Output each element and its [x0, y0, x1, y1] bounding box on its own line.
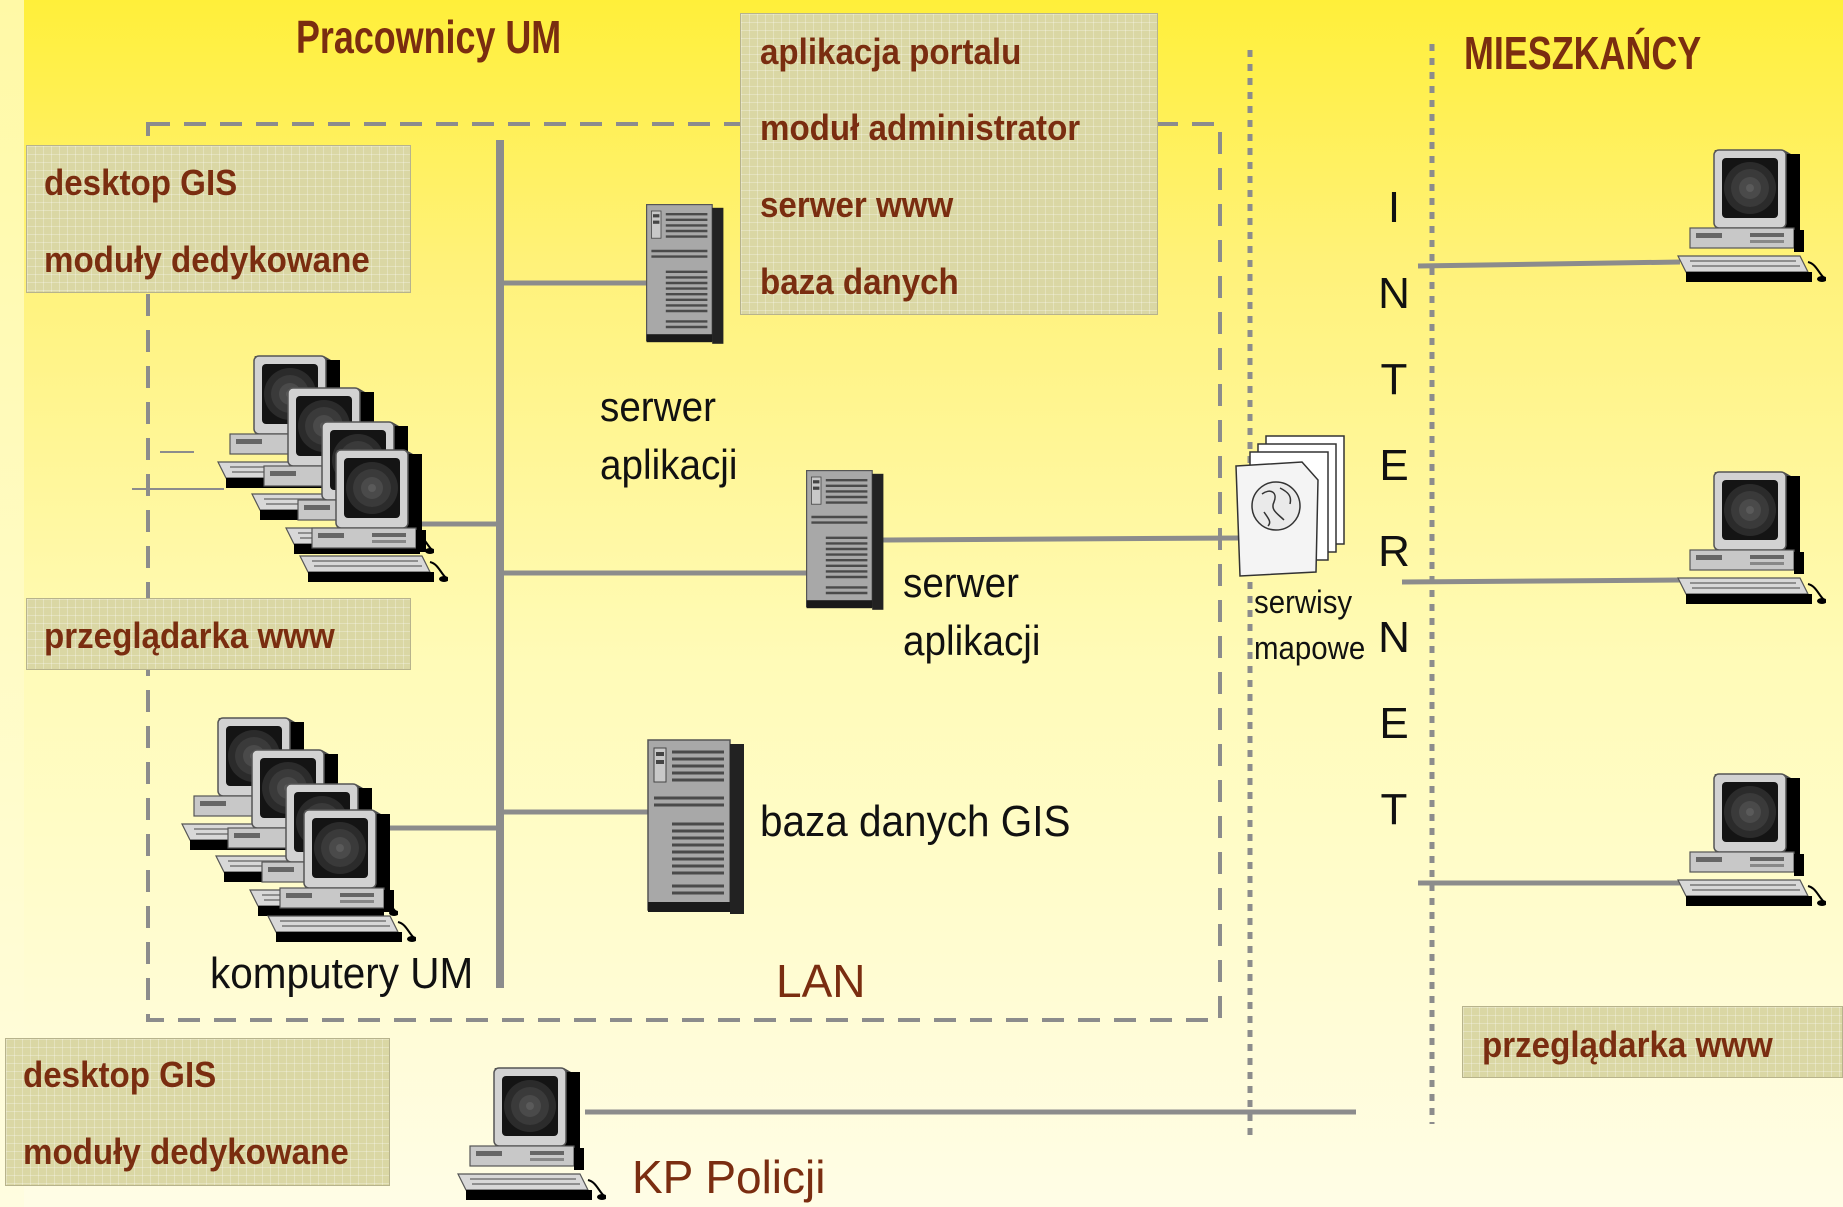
browser-box-right — [1462, 1006, 1843, 1078]
dedicated-modules-label-bottom: moduły dedykowane — [23, 1131, 349, 1172]
internet-letter: T — [1380, 785, 1408, 834]
internet-letter: R — [1378, 527, 1410, 576]
internet-letter: E — [1379, 441, 1409, 490]
wire-resident-2 — [1401, 577, 1681, 585]
dedicated-modules-label-top: moduły dedykowane — [44, 239, 370, 280]
portal-components-box — [740, 13, 1158, 315]
gis-database-label: baza danych GIS — [760, 797, 1071, 846]
staff-header: Pracownicy UM — [296, 11, 562, 63]
desktop-gis-box-bottom — [5, 1038, 390, 1186]
computer-icon — [1676, 470, 1826, 610]
admin-module-label: moduł administrator — [760, 107, 1081, 148]
www-server-label: serwer www — [760, 184, 954, 225]
computer-icon — [1676, 772, 1826, 912]
internet-letter: E — [1379, 699, 1409, 748]
computer-icon — [456, 1066, 606, 1206]
desktop-gis-label-top: desktop GIS — [44, 162, 238, 203]
wire-server2-to-map — [879, 535, 1239, 543]
police-station-label: KP Policji — [632, 1151, 826, 1203]
map-services-label-line2: mapowe — [1254, 630, 1366, 666]
lan-boundary — [146, 122, 1222, 1022]
server-tower-icon — [805, 460, 885, 622]
internet-letter: N — [1378, 613, 1410, 662]
residents-header: MIESZKAŃCY — [1464, 27, 1702, 79]
portal-app-label: aplikacja portalu — [760, 31, 1022, 72]
database-label: baza danych — [760, 261, 959, 302]
server-tower-icon — [646, 733, 746, 923]
browser-label-right: przeglądarka www — [1482, 1024, 1773, 1065]
lan-label: LAN — [776, 955, 866, 1007]
internet-letter: I — [1387, 183, 1401, 232]
map-services-label-line1: serwisy — [1254, 584, 1353, 620]
browser-label-left: przeglądarka www — [44, 615, 335, 656]
um-computers-label: komputery UM — [210, 949, 474, 998]
app-server-1-label-line1: serwer — [600, 383, 716, 430]
app-server-2-label-line1: serwer — [903, 559, 1019, 606]
internet-letter: N — [1378, 269, 1410, 318]
computer-icon — [298, 448, 448, 588]
browser-box-left — [26, 598, 411, 670]
computer-icon — [266, 808, 416, 948]
globe-document-icon — [1235, 435, 1345, 577]
desktop-gis-label-bottom: desktop GIS — [23, 1054, 217, 1095]
internet-letter: T — [1380, 355, 1408, 404]
server-tower-icon — [645, 187, 725, 363]
app-server-1-label-line2: aplikacji — [600, 441, 738, 488]
left-edge-strip — [0, 0, 24, 1207]
desktop-gis-box-top — [26, 145, 411, 293]
app-server-2-label-line2: aplikacji — [903, 617, 1041, 664]
wire-resident-1 — [1417, 259, 1681, 269]
computer-icon — [1676, 148, 1826, 288]
